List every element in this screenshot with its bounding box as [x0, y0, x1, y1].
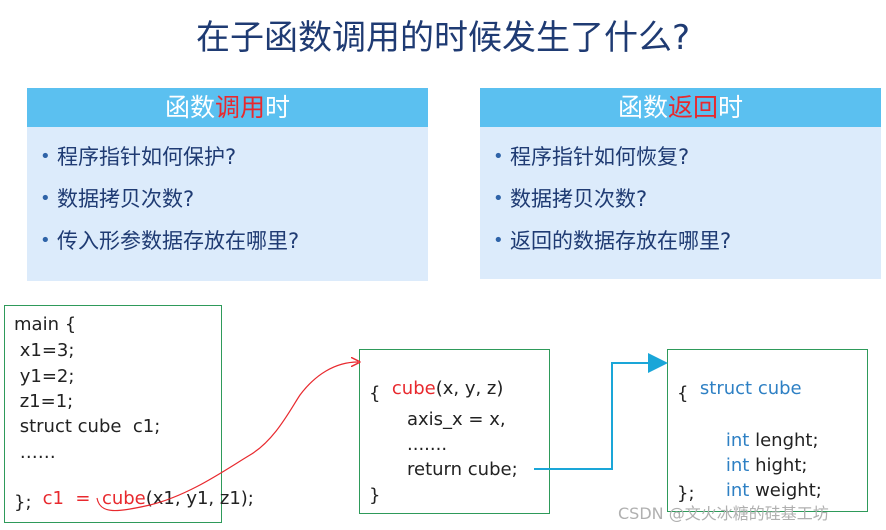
return-panel-header-highlight: 返回 — [667, 93, 718, 122]
function-signature: cube(x, y, z) — [369, 357, 504, 420]
call-panel-header: 函数调用时 — [27, 88, 428, 127]
code-line: axis_x = x, — [407, 409, 506, 430]
code-line: …… — [14, 442, 56, 463]
code-line: }; — [677, 483, 695, 504]
code-line: { — [369, 383, 381, 404]
code-line: z1=1; — [14, 391, 74, 412]
return-panel-header: 函数返回时 — [480, 88, 881, 127]
main-code-box: main { x1=3; y1=2; z1=1; struct cube c1;… — [4, 305, 254, 523]
struct-keyword: struct — [699, 378, 758, 399]
return-panel-header-pre: 函数 — [617, 93, 668, 122]
page-title: 在子函数调用的时候发生了什么? — [195, 18, 691, 58]
field-type: int — [725, 480, 750, 501]
list-item: 程序指针如何恢复? — [480, 136, 881, 178]
code-line: struct cube c1; — [14, 416, 161, 437]
field-name: weight; — [749, 480, 822, 501]
function-params: (x, y, z) — [435, 378, 504, 399]
return-statement: return cube; — [407, 459, 518, 480]
code-line: x1=3; — [14, 340, 75, 361]
field-name: hight; — [749, 455, 808, 476]
call-assign-text: c1 = — [36, 488, 102, 509]
code-line: ....... — [407, 434, 448, 455]
struct-definition-box: struct cube { int lenght; int hight; int… — [667, 349, 868, 512]
field-type: int — [725, 430, 750, 451]
list-item: 数据拷贝次数? — [27, 178, 428, 220]
call-arguments: (x1, y1, z1); — [145, 488, 254, 509]
struct-name: cube — [757, 378, 802, 399]
function-name: cube — [391, 378, 436, 399]
return-panel-header-post: 时 — [718, 93, 744, 122]
return-arrow — [534, 353, 668, 470]
list-item: 传入形参数据存放在哪里? — [27, 220, 428, 262]
call-panel-header-post: 时 — [265, 93, 291, 122]
cube-function-box: cube(x, y, z) { axis_x = x, ....... retu… — [359, 349, 550, 514]
call-function-name: cube — [101, 488, 146, 509]
field-name: lenght; — [749, 430, 819, 451]
watermark: CSDN @文火冰糖的硅基工坊 — [618, 504, 829, 523]
return-panel-list: 程序指针如何恢复? 数据拷贝次数? 返回的数据存放在哪里? — [480, 136, 881, 262]
call-panel-list: 程序指针如何保护? 数据拷贝次数? 传入形参数据存放在哪里? — [27, 136, 428, 262]
list-item: 数据拷贝次数? — [480, 178, 881, 220]
struct-field: int hight; — [703, 434, 808, 497]
field-type: int — [725, 455, 750, 476]
list-item: 返回的数据存放在哪里? — [480, 220, 881, 262]
code-line: y1=2; — [14, 366, 75, 387]
struct-field: int weight; — [703, 459, 822, 522]
list-item: 程序指针如何保护? — [27, 136, 428, 178]
call-panel-header-highlight: 调用 — [214, 93, 265, 122]
struct-field: int lenght; — [703, 409, 819, 472]
code-line: }; — [14, 492, 32, 513]
call-panel: 函数调用时 程序指针如何保护? 数据拷贝次数? 传入形参数据存放在哪里? — [27, 88, 428, 281]
code-line-call: c1 = cube(x1, y1, z1); — [14, 467, 254, 530]
return-panel: 函数返回时 程序指针如何恢复? 数据拷贝次数? 返回的数据存放在哪里? — [480, 88, 881, 279]
struct-header: struct cube — [677, 357, 802, 420]
code-line: { — [677, 383, 689, 404]
call-panel-header-pre: 函数 — [164, 93, 215, 122]
code-line: } — [369, 485, 381, 506]
code-line: main { — [14, 314, 77, 335]
